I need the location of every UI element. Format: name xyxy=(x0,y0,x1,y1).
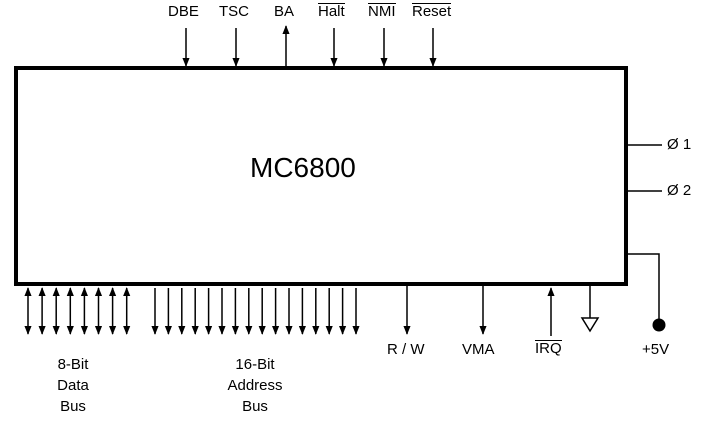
halt-label: Halt xyxy=(318,3,345,20)
data-bus-lines xyxy=(24,287,131,335)
chip-name: MC6800 xyxy=(250,152,356,183)
data-bus-label-line1: 8-Bit xyxy=(57,356,89,373)
vma-label: VMA xyxy=(462,341,495,358)
address-bus-label-line2: Address xyxy=(227,377,283,394)
irq-label: IRQ xyxy=(535,340,562,357)
address-bus-label: 16-Bit Address Bus xyxy=(215,354,295,417)
bottom-pin-lines xyxy=(403,286,600,336)
ba-label: BA xyxy=(274,3,295,20)
vcc-dot xyxy=(652,318,666,332)
tsc-label: TSC xyxy=(219,3,249,20)
ground-symbol xyxy=(580,317,600,333)
data-bus-label-line3: Bus xyxy=(60,398,86,415)
vcc-connection xyxy=(628,253,666,332)
nmi-label: NMI xyxy=(368,3,396,20)
address-bus-label-line1: 16-Bit xyxy=(235,356,275,373)
rw-label: R / W xyxy=(387,341,425,358)
address-bus-label-line3: Bus xyxy=(242,398,268,415)
dbe-label: DBE xyxy=(168,3,199,20)
chip-body xyxy=(14,66,628,286)
data-bus-label: 8-Bit Data Bus xyxy=(40,354,106,417)
vcc-line xyxy=(628,253,660,322)
phi2-label: Ø 2 xyxy=(667,182,692,199)
address-bus-lines xyxy=(151,288,360,335)
vcc-label: +5V xyxy=(642,341,670,358)
right-pin-lines xyxy=(628,144,662,192)
data-bus-label-line2: Data xyxy=(57,377,89,394)
phi1-label: Ø 1 xyxy=(667,136,692,153)
reset-label: Reset xyxy=(412,3,452,20)
top-pin-lines xyxy=(182,25,437,67)
